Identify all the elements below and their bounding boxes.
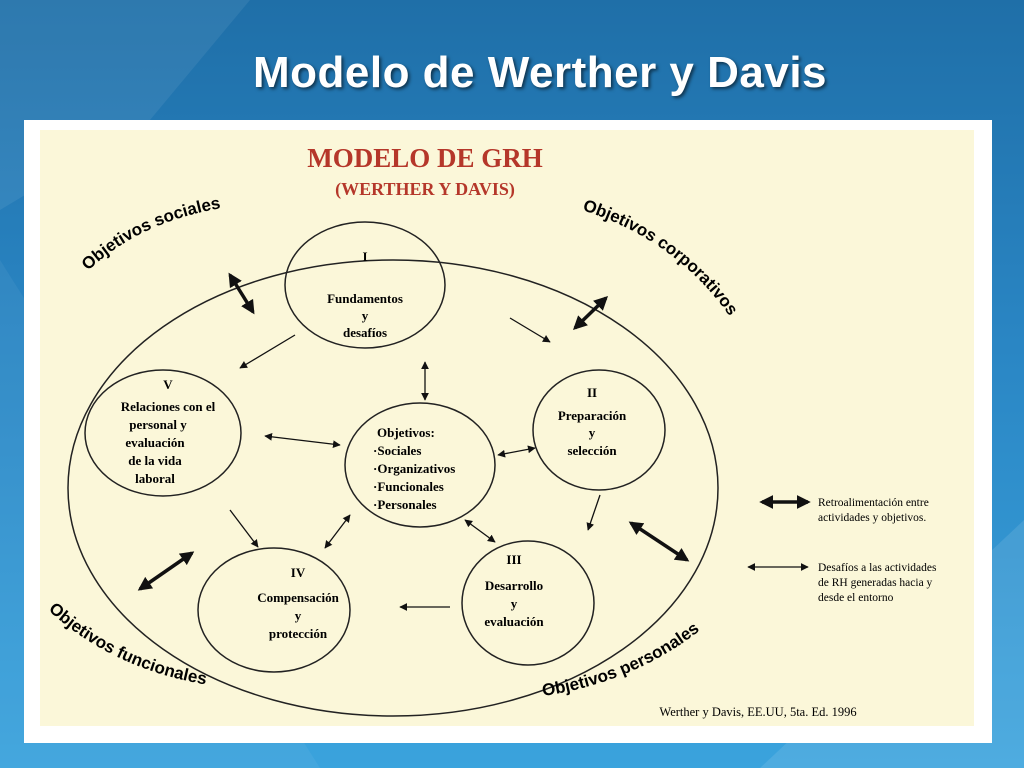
node-i: I Fundamentos y desafíos: [284, 221, 446, 349]
svg-text:y: y: [511, 596, 518, 611]
svg-text:II: II: [587, 385, 597, 400]
svg-text:y: y: [295, 608, 302, 623]
svg-text:Preparación: Preparación: [558, 408, 627, 423]
svg-text:selección: selección: [567, 443, 617, 458]
svg-text:de la vida: de la vida: [128, 453, 182, 468]
node-center-objectives: Objetivos: ·Sociales ·Organizativos ·Fun…: [344, 402, 496, 528]
slide-title: Modelo de Werther y Davis: [252, 48, 828, 97]
legend-challenges-line-1: Desafíos a las actividades: [818, 562, 937, 574]
svg-text:IV: IV: [291, 565, 306, 580]
svg-text:I: I: [362, 249, 367, 264]
svg-text:y: y: [362, 308, 369, 323]
legend-challenges-line-3: desde el entorno: [818, 592, 894, 604]
svg-text:protección: protección: [269, 626, 328, 641]
diagram-subheading: (WERTHER Y DAVIS): [335, 179, 515, 200]
arc-label-social: Objetivos sociales: [78, 193, 222, 274]
svg-text:laboral: laboral: [135, 471, 175, 486]
arc-label-functional: Objetivos funcionales: [45, 599, 208, 689]
legend-challenges-line-2: de RH generadas hacia y: [818, 577, 933, 589]
svg-text:·Organizativos: ·Organizativos: [373, 461, 455, 476]
svg-text:Objetivos:: Objetivos:: [377, 425, 435, 440]
legend-feedback-line-2: actividades y objetivos.: [818, 512, 926, 524]
citation: Werther y Davis, EE.UU, 5ta. Ed. 1996: [659, 705, 856, 719]
svg-text:·Funcionales: ·Funcionales: [373, 479, 444, 494]
legend: Retroalimentación entre actividades y ob…: [747, 495, 937, 604]
diagram-heading: MODELO DE GRH: [307, 143, 543, 173]
svg-text:·Sociales: ·Sociales: [373, 443, 421, 458]
outer-ellipse: [67, 259, 719, 717]
svg-text:personal y: personal y: [129, 417, 187, 432]
svg-text:V: V: [163, 377, 173, 392]
svg-text:III: III: [506, 552, 521, 567]
node-v: V Relaciones con el personal y evaluació…: [84, 369, 242, 497]
cycle-arrows: [229, 317, 601, 611]
diagram-frame: MODELO DE GRH (WERTHER Y DAVIS) I Fundam…: [24, 120, 992, 743]
diagram-panel: MODELO DE GRH (WERTHER Y DAVIS) I Fundam…: [40, 130, 974, 726]
center-arrows: [264, 361, 536, 549]
feedback-arrows: [137, 272, 690, 591]
arc-label-personal: Objetivos personales: [541, 618, 703, 700]
legend-feedback-line-1: Retroalimentación entre: [818, 497, 929, 509]
svg-text:evaluación: evaluación: [125, 435, 185, 450]
svg-text:·Personales: ·Personales: [373, 497, 437, 512]
svg-text:desafíos: desafíos: [343, 325, 387, 340]
grh-model-diagram: MODELO DE GRH (WERTHER Y DAVIS) I Fundam…: [45, 143, 937, 719]
node-iv: IV Compensación y protección: [197, 547, 351, 673]
svg-text:Compensación: Compensación: [257, 590, 339, 605]
svg-text:Fundamentos: Fundamentos: [327, 291, 403, 306]
svg-text:y: y: [589, 425, 596, 440]
node-ii: II Preparación y selección: [532, 369, 666, 491]
svg-text:Relaciones con el: Relaciones con el: [121, 399, 216, 414]
node-iii: III Desarrollo y evaluación: [461, 540, 595, 666]
svg-text:evaluación: evaluación: [484, 614, 544, 629]
svg-text:Desarrollo: Desarrollo: [485, 578, 543, 593]
